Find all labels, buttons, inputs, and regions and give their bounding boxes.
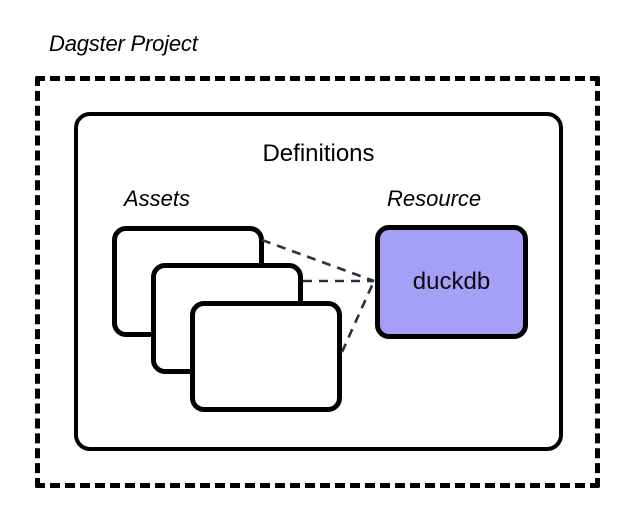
resource-group-label: Resource — [387, 186, 482, 211]
resource-node-duckdb[interactable]: duckdb — [375, 225, 528, 339]
resource-node-label: duckdb — [412, 268, 491, 295]
assets-group-label: Assets — [124, 186, 191, 211]
definitions-label: Definitions — [262, 140, 375, 167]
project-boundary — [35, 76, 600, 488]
page-title: Dagster Project — [49, 31, 198, 56]
asset-card[interactable] — [190, 301, 342, 412]
